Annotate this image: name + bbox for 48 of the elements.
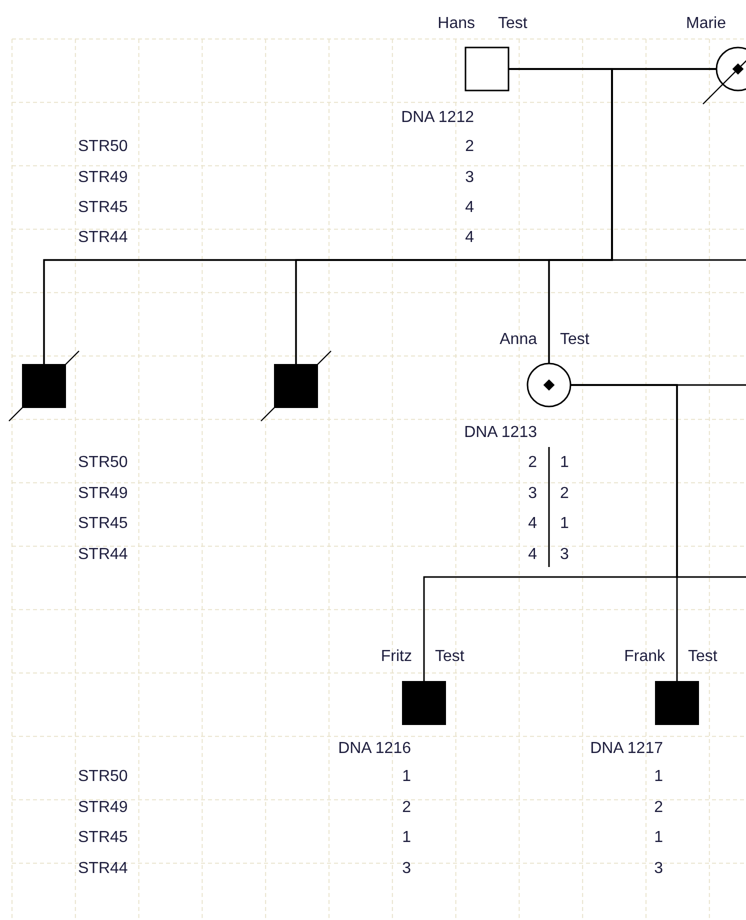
sample-id: DNA 1216 [338, 739, 411, 759]
pedigree-line [571, 384, 746, 578]
surname: Test [435, 647, 464, 667]
marker-name: STR45 [78, 198, 128, 218]
pedigree-line [509, 68, 746, 261]
marker-name: STR50 [78, 767, 128, 787]
pedigree-line [548, 68, 716, 363]
first-name: Anna [500, 330, 537, 350]
first-name: Fritz [380, 647, 412, 667]
marker-name: STR44 [78, 545, 128, 565]
allele-value: 2 [528, 453, 537, 473]
marker-name: STR50 [78, 137, 128, 157]
sample-id: DNA 1217 [590, 739, 663, 759]
allele-value: 3 [528, 484, 537, 504]
allele-value: 4 [528, 514, 537, 534]
allele-value: 2 [465, 137, 474, 157]
surname: Test [688, 647, 718, 667]
first-name: Frank [624, 647, 665, 667]
allele-value: 3 [560, 545, 569, 565]
allele-value: 3 [402, 859, 411, 879]
marker-name: STR45 [78, 514, 128, 534]
marker-name: STR49 [78, 798, 128, 818]
sample-id: DNA 1212 [401, 108, 474, 128]
allele-value: 4 [528, 545, 537, 565]
marker-name: STR49 [78, 484, 128, 504]
allele-value: 3 [465, 168, 474, 188]
allele-value: 1 [402, 828, 411, 848]
surname: Test [498, 14, 528, 34]
allele-value: 4 [465, 198, 474, 218]
first-name: Hans [438, 14, 475, 34]
allele-value: 1 [560, 453, 569, 473]
allele-value: 2 [402, 798, 411, 818]
allele-value: 2 [560, 484, 569, 504]
surname: Test [560, 330, 590, 350]
marker-name: STR49 [78, 168, 128, 188]
allele-value: 1 [402, 767, 411, 787]
allele-value: 1 [654, 828, 663, 848]
first-name: Marie [686, 14, 726, 34]
allele-value: 1 [654, 767, 663, 787]
marker-name: STR45 [78, 828, 128, 848]
marker-name: STR50 [78, 453, 128, 473]
marker-name: STR44 [78, 228, 128, 248]
marker-name: STR44 [78, 859, 128, 879]
allele-value: 1 [560, 514, 569, 534]
allele-value: 3 [654, 859, 663, 879]
allele-value: 4 [465, 228, 474, 248]
sample-id: DNA 1213 [464, 423, 537, 443]
allele-value: 2 [654, 798, 663, 818]
